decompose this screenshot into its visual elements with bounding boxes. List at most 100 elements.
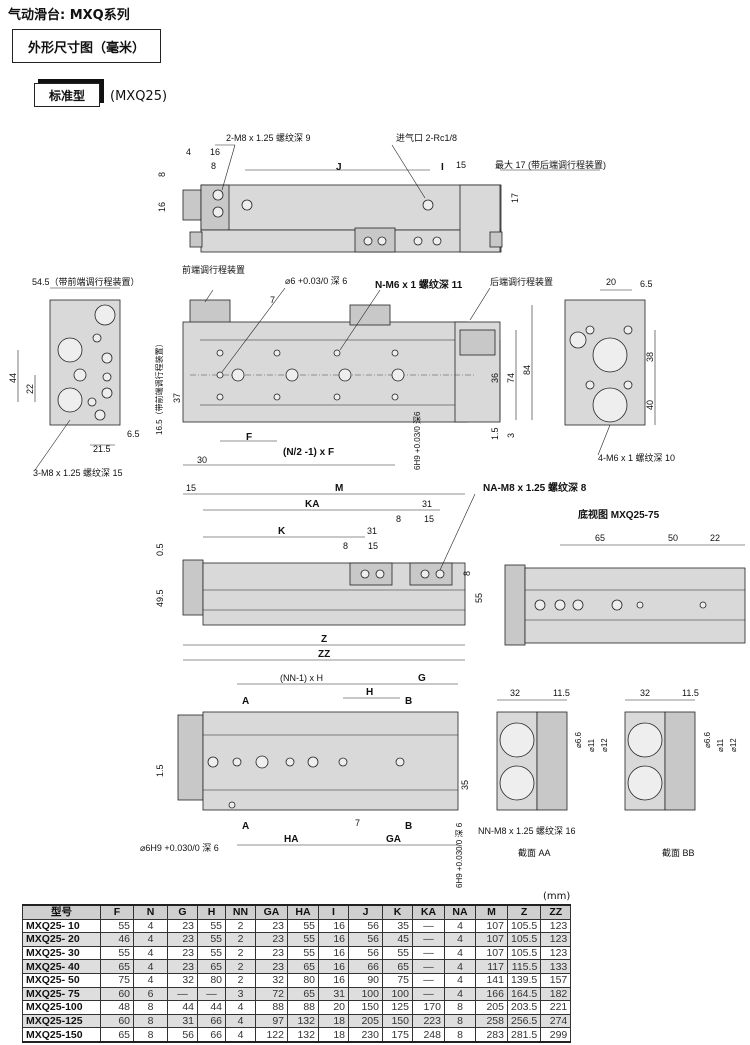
- table-cell: 150: [348, 1000, 383, 1015]
- front-label: 6H9 +0.03/0 深6: [413, 411, 422, 470]
- table-cell: 65: [382, 959, 413, 974]
- table-cell: 80: [287, 972, 319, 988]
- table-cell: 60: [100, 986, 134, 1002]
- table-cell: 105.5: [506, 932, 542, 947]
- table-cell: 80: [197, 972, 226, 988]
- front-label: 7: [270, 295, 275, 305]
- table-cell: 107: [475, 945, 508, 961]
- table-cell: 4: [133, 932, 168, 947]
- left-label: 21.5: [93, 444, 111, 454]
- model-cell: MXQ25- 30: [22, 945, 101, 961]
- top-label: 15: [456, 160, 466, 170]
- middle-label: K: [278, 526, 286, 537]
- lower-label: H: [366, 687, 373, 698]
- column-header: G: [167, 904, 198, 920]
- table-cell: 32: [167, 972, 198, 988]
- middle-label: NA-M8 x 1.25 螺纹深 8: [483, 481, 587, 494]
- table-cell: 60: [100, 1013, 134, 1029]
- table-cell: 122: [255, 1027, 288, 1043]
- table-cell: 65: [287, 986, 319, 1002]
- front-label: F: [246, 432, 252, 443]
- table-cell: 18: [318, 1027, 349, 1043]
- column-header: NN: [225, 904, 256, 920]
- bottom-label: 22: [710, 533, 720, 543]
- table-cell: 88: [287, 1000, 319, 1015]
- model-cell: MXQ25- 50: [22, 972, 101, 988]
- column-header: F: [100, 904, 134, 920]
- model-cell: MXQ25- 75: [22, 986, 101, 1002]
- column-header: Z: [506, 904, 542, 920]
- right-label: 38: [645, 352, 655, 362]
- model-cell: MXQ25- 40: [22, 959, 101, 974]
- lower-label: B: [405, 696, 412, 707]
- front-label: 1.5: [490, 427, 500, 440]
- bottom-label: 65: [595, 533, 605, 543]
- lower-label: HA: [284, 834, 298, 845]
- middle-label: 15: [424, 514, 434, 524]
- table-cell: 203.5: [506, 1000, 542, 1015]
- table-cell: 223: [412, 1013, 445, 1029]
- lower-label: 1.5: [155, 764, 165, 777]
- table-cell: 139.5: [506, 972, 542, 988]
- middle-label: 15: [186, 483, 196, 493]
- table-cell: 230: [348, 1027, 383, 1043]
- table-cell: 56: [348, 932, 383, 947]
- table-cell: 150: [382, 1013, 413, 1029]
- aa-label: 11.5: [553, 688, 570, 698]
- table-cell: 4: [133, 918, 168, 934]
- table-cell: —: [412, 932, 445, 947]
- table-cell: 23: [255, 945, 288, 961]
- table-cell: 46: [100, 932, 134, 947]
- front-label: 30: [197, 455, 207, 465]
- table-cell: 8: [133, 1013, 168, 1029]
- table-cell: 55: [382, 945, 413, 961]
- table-cell: 35: [382, 918, 413, 934]
- table-cell: 274: [540, 1013, 572, 1029]
- table-cell: 32: [255, 972, 288, 988]
- table-cell: 55: [287, 945, 319, 961]
- section-bb: 32 11.5 ⌀6.6 ⌀11 ⌀12 截面 BB: [624, 688, 738, 858]
- aa-label: ⌀11: [587, 738, 596, 752]
- table-cell: 16: [318, 932, 349, 947]
- table-cell: 283: [475, 1027, 508, 1043]
- bottom-view-title: 底视图 MXQ25-75: [578, 508, 660, 521]
- middle-label: 8: [462, 571, 472, 576]
- table-cell: 256.5: [506, 1013, 542, 1029]
- type-label: 标准型: [34, 83, 100, 107]
- table-cell: 23: [167, 932, 198, 947]
- front-view: 前端调行程装置 ⌀6 +0.03/0 深 6 N-M6 x 1 螺纹深 11 后…: [154, 264, 553, 470]
- table-cell: 221: [540, 1000, 572, 1015]
- table-cell: 2: [225, 918, 256, 934]
- table-cell: 56: [348, 918, 383, 934]
- lower-label: 7: [355, 818, 360, 828]
- top-label: 16: [157, 202, 167, 212]
- bb-title: 截面 BB: [662, 847, 695, 858]
- table-cell: 2: [225, 959, 256, 974]
- table-cell: 23: [255, 932, 288, 947]
- table-cell: 4: [444, 918, 476, 934]
- table-cell: 115.5: [506, 959, 542, 974]
- table-cell: —: [412, 959, 445, 974]
- left-label: 6.5: [127, 429, 140, 439]
- table-cell: 65: [287, 959, 319, 974]
- table-cell: 31: [167, 1013, 198, 1029]
- table-cell: 65: [100, 959, 134, 974]
- left-label: 54.5（带前端调行程装置）: [32, 276, 140, 287]
- table-cell: 66: [197, 1027, 226, 1043]
- front-label: (N/2 -1) x F: [283, 447, 334, 458]
- middle-label: 49.5: [155, 589, 165, 607]
- table-cell: 16: [318, 959, 349, 974]
- top-label: 16: [210, 147, 220, 157]
- front-label: 84: [522, 365, 532, 375]
- front-label: 36: [490, 373, 500, 383]
- front-label: 74: [506, 373, 516, 383]
- column-header: K: [382, 904, 413, 920]
- column-header: HA: [287, 904, 319, 920]
- column-header: NA: [444, 904, 476, 920]
- table-cell: 133: [540, 959, 572, 974]
- table-cell: 55: [287, 918, 319, 934]
- aa-label: ⌀12: [600, 738, 609, 752]
